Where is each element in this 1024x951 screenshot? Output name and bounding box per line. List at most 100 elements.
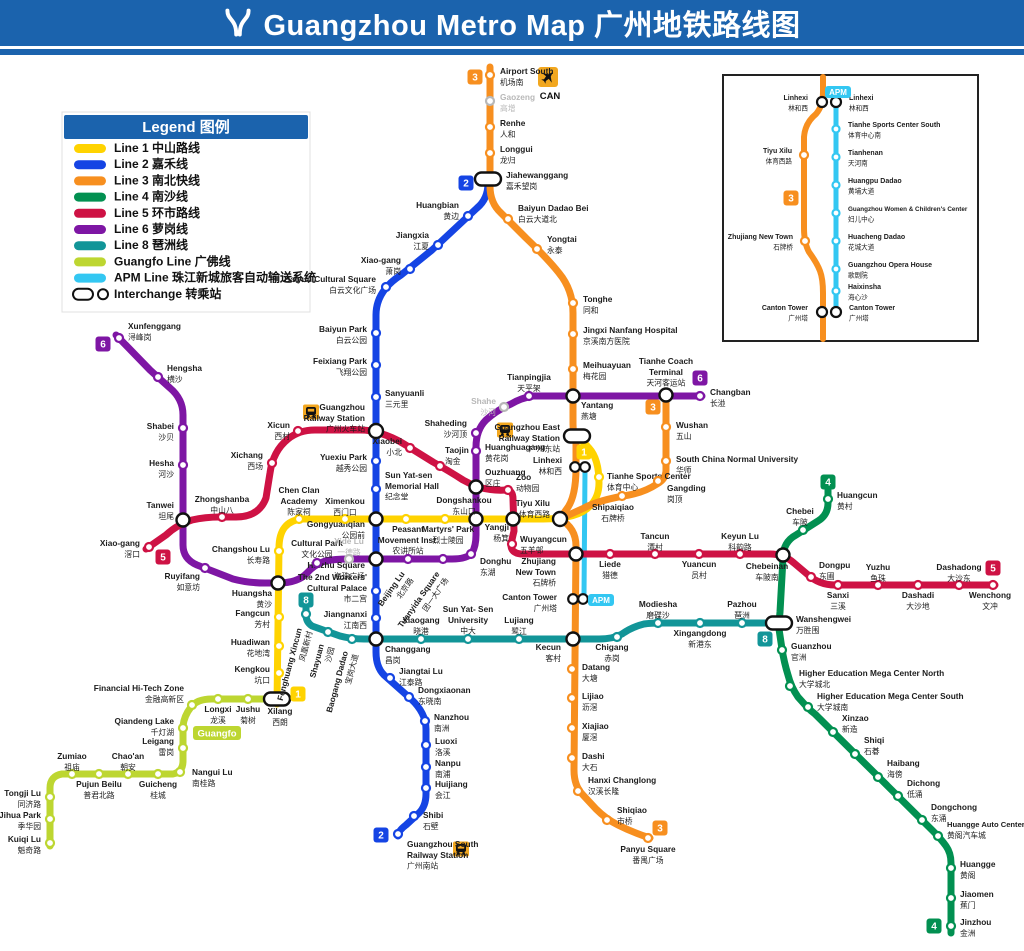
station-label-line: 体育中心	[607, 482, 638, 492]
station-label-line: 燕塘	[581, 411, 597, 421]
station-marker	[484, 95, 496, 107]
station-marker	[420, 782, 432, 794]
metro-line-line5	[142, 426, 999, 589]
legend-swatch-line4	[74, 192, 106, 202]
station-label-line: 石壁	[423, 821, 439, 831]
station-label-line: Haibang	[887, 758, 920, 768]
station-label-line: 东晓南	[418, 696, 442, 706]
station-label-line: 东山口	[452, 506, 475, 516]
station-label-line: 车陂南	[755, 572, 779, 582]
station-marker	[566, 663, 578, 675]
legend-label: Line 6 萝岗线	[114, 221, 188, 236]
station-label-line: Higher Education Mega Center North	[799, 668, 944, 678]
station-label-line: Chebeinan	[746, 561, 788, 571]
station-marker	[593, 471, 605, 483]
station-label-line: 长寿路	[247, 555, 271, 565]
legend-swatch-line6	[74, 225, 106, 234]
station-label-line: 石牌桥	[533, 578, 557, 588]
station-marker	[470, 445, 482, 457]
station-label-line: 公园前	[342, 530, 366, 540]
badge-text: 1	[295, 690, 301, 701]
station-label-line: Linhexi	[849, 95, 874, 102]
station-label-line: 黄沙	[256, 599, 272, 609]
station-label-line: 淘金	[445, 456, 461, 466]
station-label-line: 农讲所站	[392, 546, 423, 556]
station-label-line: Kuiqi Lu	[8, 834, 41, 844]
station-label-line: 海傍	[887, 769, 903, 779]
interchange-marker	[270, 575, 286, 591]
interchange-pair-marker	[829, 305, 843, 319]
legend-label: Line 2 嘉禾线	[114, 156, 188, 171]
station-label-line: Ximenkou	[325, 496, 365, 506]
station-label-line: Sun Yat-sen	[385, 470, 432, 480]
interchange-pair-marker	[577, 593, 589, 605]
station-marker	[693, 548, 705, 560]
legend-swatch-line2	[74, 160, 106, 170]
station-label-line: 低涌	[907, 789, 923, 799]
legend-swatch-line3	[74, 176, 106, 186]
station-label-line: Shiqiao	[617, 805, 647, 815]
station-label-line: Jushu	[236, 704, 260, 714]
station-label-line: Tanwei	[146, 500, 174, 510]
line-badge-6: 6	[95, 336, 111, 352]
station-marker	[652, 617, 664, 629]
station-label-line: 海珠广场	[334, 571, 365, 581]
interchange-marker	[565, 631, 581, 647]
station-label-line: 飞翔公园	[336, 367, 367, 377]
station-marker	[484, 69, 496, 81]
line-badge-3: 3	[783, 190, 799, 206]
station-label-line: 新港东	[688, 639, 712, 649]
station-marker	[831, 152, 841, 162]
station-label-line: Sun Yat- Sen	[443, 604, 494, 614]
station-label-line: 歌剧院	[848, 270, 868, 279]
station-label-line: Canton Tower	[849, 305, 895, 312]
interchange-pill-marker	[764, 615, 794, 631]
interchange-marker	[468, 511, 484, 527]
station-label-line: 沙园	[324, 646, 337, 664]
station-label-line: 大塘	[582, 673, 598, 683]
station-label-line: 区庄	[485, 478, 501, 488]
station-label-line: 林和西	[849, 103, 869, 112]
airport-icon: CAN	[538, 67, 560, 102]
station-marker	[916, 814, 928, 826]
station-label-line: 朝安	[120, 762, 136, 772]
station-label-line: 琶洲	[734, 611, 750, 620]
interchange-pill-marker	[262, 691, 292, 707]
